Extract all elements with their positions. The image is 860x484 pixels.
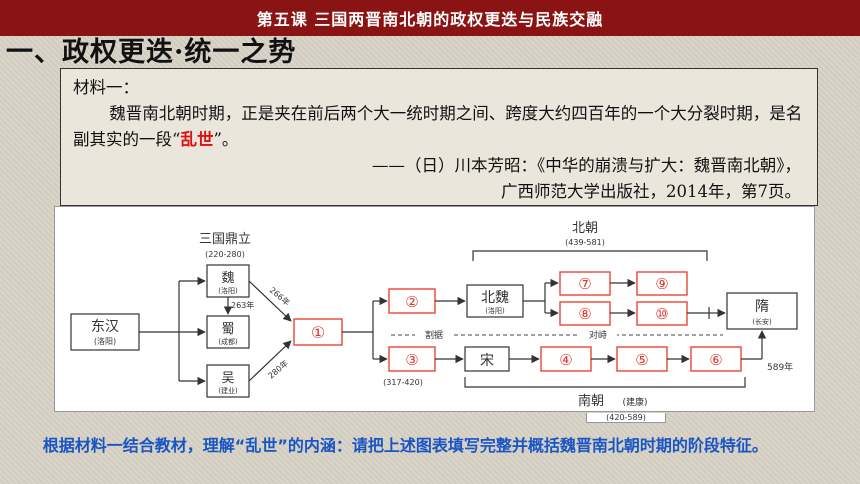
donghan-name: 东汉 xyxy=(91,319,119,335)
sui-name: 隋 xyxy=(755,299,769,315)
blank-4-box xyxy=(540,346,592,372)
material-keyword: 乱世 xyxy=(180,130,214,149)
beiwei-name: 北魏 xyxy=(481,290,509,306)
nanchao-years: (420-589) xyxy=(586,413,666,423)
blank-4-label: ④ xyxy=(559,351,572,369)
wu-name: 吴 xyxy=(221,371,234,386)
geju-label: 割据 xyxy=(425,329,443,341)
blank-10-label: ⑩ xyxy=(655,305,668,323)
citation-line-1: ——（日）川本芳昭：《中华的崩溃与扩大：魏晋南北朝》， xyxy=(372,156,801,175)
nanchao-capital: (建康) xyxy=(622,396,647,408)
blank-6-label: ⑥ xyxy=(709,351,722,369)
blank-5-box xyxy=(616,346,668,372)
lesson-title: 第五课 三国两晋南北朝的政权更迭与民族交融 xyxy=(256,10,604,29)
donghan-capital: (洛阳) xyxy=(94,336,116,346)
blank-2-label: ② xyxy=(405,293,418,311)
beichao-years: (439-581) xyxy=(565,238,605,247)
wei-capital: (洛阳) xyxy=(218,286,238,295)
year-589: 589年 xyxy=(767,361,793,373)
sui-box xyxy=(726,292,798,330)
blank-3-box xyxy=(388,346,436,372)
shu-name: 蜀 xyxy=(221,322,234,337)
section-heading: 一、政权更迭·统一之势 xyxy=(6,37,297,68)
lesson-title-bar: 第五课 三国两晋南北朝的政权更迭与民族交融 xyxy=(0,0,860,36)
wu-capital: (建业) xyxy=(218,386,238,395)
sui-capital: (长安) xyxy=(752,317,772,326)
sanguo-years: (220-280) xyxy=(205,250,245,259)
blank-8-label: ⑧ xyxy=(578,305,591,323)
beiwei-capital: (洛阳) xyxy=(485,306,505,315)
blank-1-box xyxy=(293,318,343,346)
material-box: 材料一： 魏晋南北朝时期，正是夹在前后两个大一统时期之间、跨度大约四百年的一个大… xyxy=(60,68,818,206)
beiwei-box xyxy=(466,284,524,318)
material-body: 魏晋南北朝时期，正是夹在前后两个大一统时期之间、跨度大约四百年的一个大分裂时期，… xyxy=(73,101,805,153)
shu-capital: (成都) xyxy=(218,337,238,346)
wei-box xyxy=(206,264,250,298)
blank-3-label: ③ xyxy=(405,351,418,369)
duizhi-label: 对峙 xyxy=(589,329,607,341)
dynasty-flow-svg: 三国鼎立 (220-280) 东汉 (洛阳) 魏 (洛阳) 蜀 (成都) 吴 (… xyxy=(70,221,798,409)
shu-box xyxy=(206,315,250,349)
song-name: 宋 xyxy=(480,353,494,369)
beichao-title: 北朝 xyxy=(572,221,598,236)
nanchao-title: 南朝 xyxy=(578,393,604,409)
song-box xyxy=(464,346,510,372)
sanguo-title: 三国鼎立 xyxy=(199,232,251,247)
material-label: 材料一： xyxy=(73,78,139,97)
donghan-box xyxy=(70,313,140,351)
years-317-420: (317-420) xyxy=(383,378,423,387)
citation-line-2: 广西师范大学出版社，2014年，第7页。 xyxy=(501,182,801,201)
blank-1-label: ① xyxy=(311,323,325,342)
blank-5-label: ⑤ xyxy=(635,351,648,369)
year-266: 266年 xyxy=(268,285,292,308)
blank-7-label: ⑦ xyxy=(578,275,591,293)
year-263: 263年 xyxy=(231,300,254,310)
blank-9-box xyxy=(636,271,688,296)
material-body-b: ”。 xyxy=(213,130,239,149)
blank-9-label: ⑨ xyxy=(655,275,668,293)
dynasty-diagram: 三国鼎立 (220-280) 东汉 (洛阳) 魏 (洛阳) 蜀 (成都) 吴 (… xyxy=(54,206,815,412)
wei-name: 魏 xyxy=(221,271,234,286)
material-body-a: 魏晋南北朝时期，正是夹在前后两个大一统时期之间、跨度大约四百年的一个大分裂时期，… xyxy=(73,104,803,149)
question-text: 根据材料一结合教材，理解“乱世”的内涵：请把上述图表填写完整并概括魏晋南北朝时期… xyxy=(42,436,768,455)
